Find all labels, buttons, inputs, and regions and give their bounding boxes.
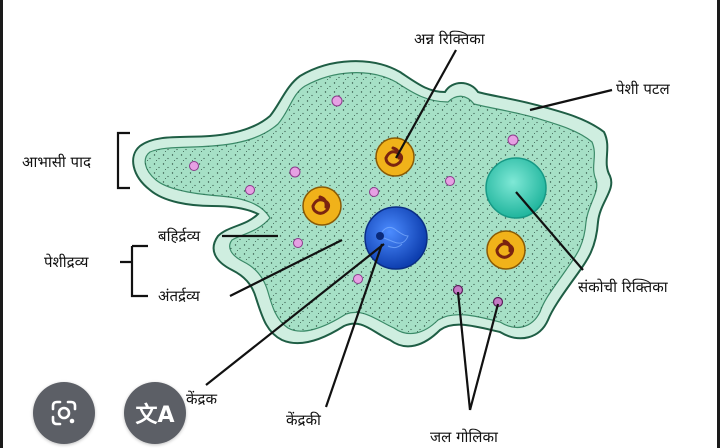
granules <box>189 95 519 284</box>
translate-icon: 文A <box>135 403 175 428</box>
google-lens-button[interactable] <box>33 382 95 444</box>
pointer-lines <box>116 49 613 411</box>
cytoplasm-label: पेशीद्रव्य <box>44 253 90 271</box>
water-granules <box>452 284 504 308</box>
water-granules-label: जल गोलिका <box>430 428 499 446</box>
chromatin <box>381 226 409 249</box>
cytoplasm-texture <box>145 72 597 334</box>
food-vacuole-label: अन्न रिक्तिका <box>414 30 486 48</box>
endoplasm-label: अंतर्द्रव्य <box>158 287 201 305</box>
ectoplasm-label: बहिर्द्रव्य <box>158 227 201 245</box>
left-frame-border <box>0 0 3 448</box>
contractile-vacuole-label: संकोची रिक्तिका <box>578 278 669 296</box>
translate-button[interactable]: 文A <box>124 382 186 444</box>
cell-membrane-label: पेशी पटल <box>616 80 670 98</box>
contractile-vacuole <box>485 157 547 219</box>
food-vacuole-3 <box>486 230 526 270</box>
nucleus-label: केंद्रक <box>186 390 217 408</box>
food-vacuole-1 <box>375 137 415 177</box>
food-vacuole-2 <box>302 186 342 226</box>
pseudopodia-label: आभासी पाद <box>22 153 92 171</box>
google-lens-icon <box>51 400 77 426</box>
right-frame-border <box>717 0 720 448</box>
nucleus <box>364 206 428 270</box>
nucleolus-label: केंद्रकी <box>286 411 322 429</box>
nucleolus <box>376 232 384 240</box>
